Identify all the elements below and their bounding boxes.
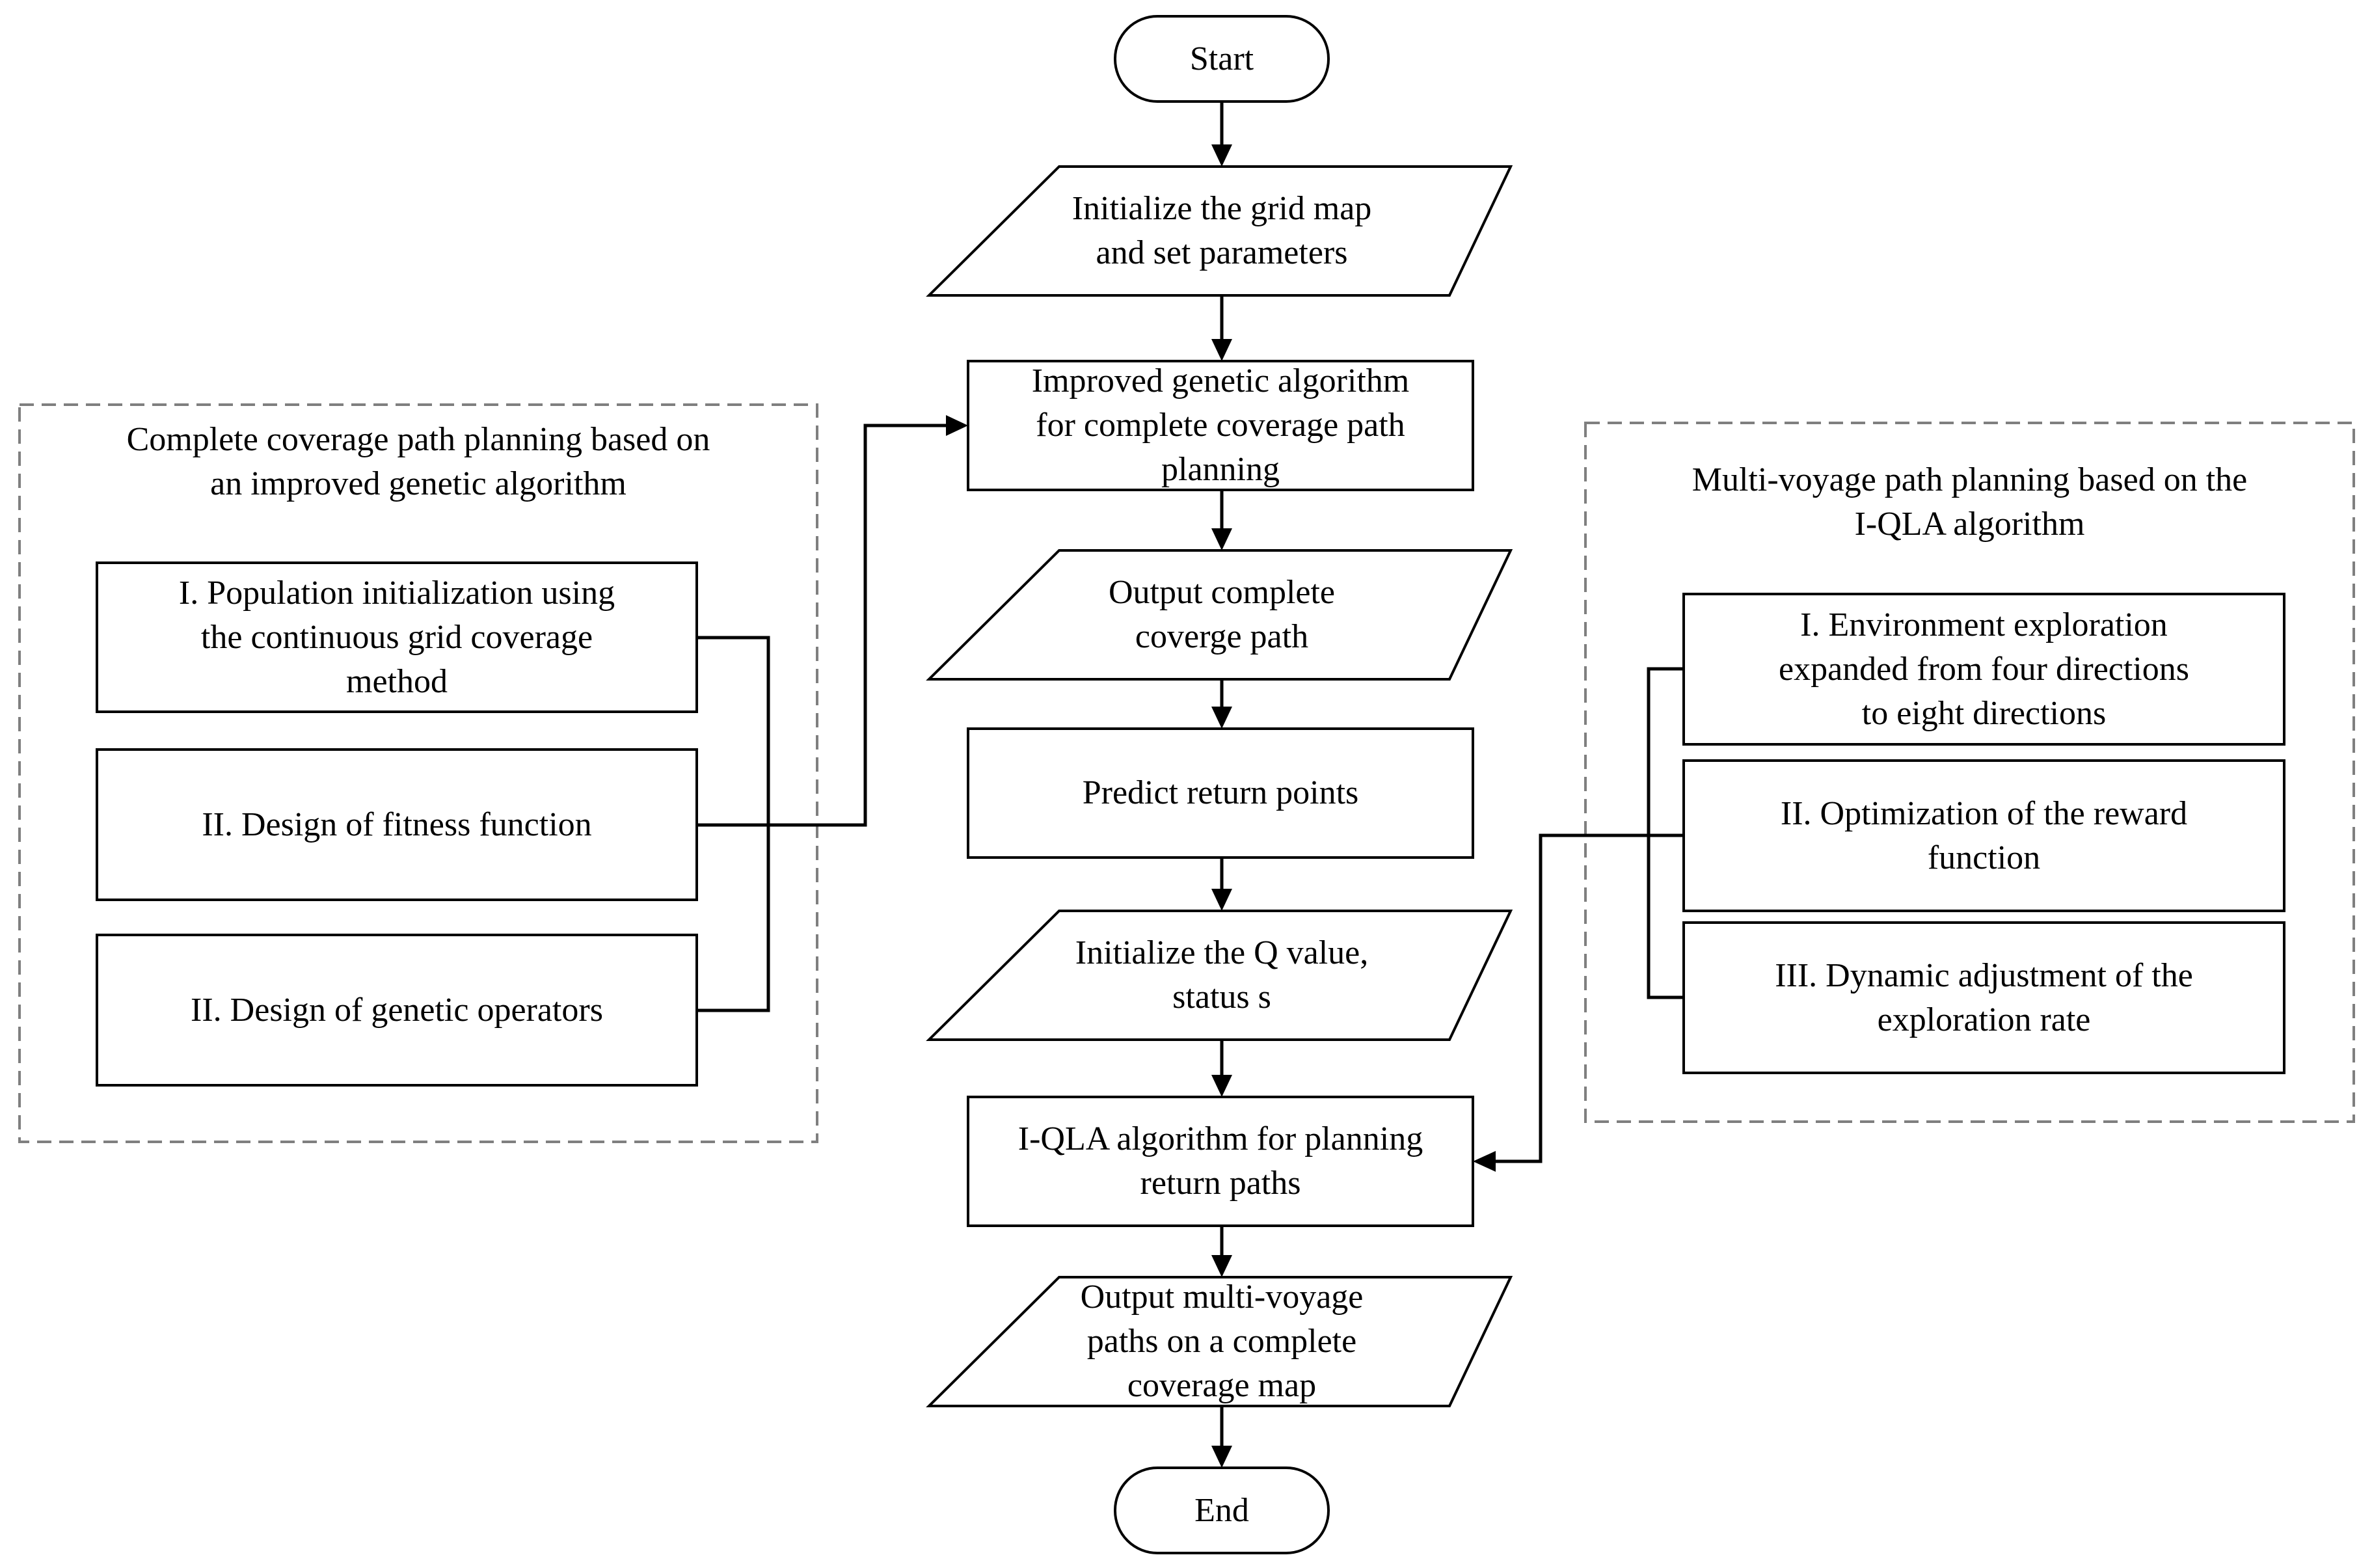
arrowhead-multi: [1211, 1255, 1232, 1277]
right-group-container: [1584, 422, 2355, 1123]
output-multi-label: Output multi-voyage paths on a complete …: [1080, 1278, 1364, 1404]
arrowhead-iqla: [1211, 1075, 1232, 1097]
start-label: Start: [1189, 40, 1254, 77]
left-item-2-label: II. Design of fitness function: [202, 805, 592, 843]
arrowhead-init: [1211, 144, 1232, 167]
left-group-container: [18, 403, 818, 1143]
init-map-label: Initialize the grid map and set paramete…: [1071, 190, 1372, 271]
predict-return-label: Predict return points: [1082, 774, 1359, 811]
arrowhead-initq: [1211, 889, 1232, 911]
right-item-1-label: I. Environment exploration expanded from…: [1778, 606, 2189, 732]
iqla-return-label: I-QLA algorithm for planning return path…: [1018, 1120, 1423, 1202]
left-connector-to-ga: [768, 424, 947, 827]
arrowhead-left-to-ga: [946, 415, 968, 436]
arrowhead-ga: [1211, 339, 1232, 361]
right-bracket: [1647, 667, 1684, 999]
arrowhead-end: [1211, 1446, 1232, 1468]
output-multi-parallelogram: [926, 1276, 1513, 1407]
arrowhead-right-to-iqla: [1473, 1151, 1496, 1172]
improved-ga-label: Improved genetic algorithm for complete …: [1031, 362, 1410, 488]
init-q-parallelogram: [926, 910, 1513, 1041]
right-item-2-label: II. Optimization of the reward function: [1780, 794, 2188, 876]
right-connector-to-iqla: [1495, 833, 1594, 1163]
right-group-title: Multi-voyage path planning based on the …: [1691, 461, 2248, 543]
left-item-1-label: I. Population initialization using the c…: [178, 574, 615, 700]
right-item-3-label: III. Dynamic adjustment of the explorati…: [1775, 956, 2193, 1038]
output-coverage-label: Output complete coverge path: [1108, 574, 1336, 655]
init-q-label: Initialize the Q value, status s: [1075, 934, 1369, 1016]
arrowhead-output: [1211, 528, 1232, 550]
end-label: End: [1194, 1491, 1249, 1529]
output-coverage-parallelogram: [926, 549, 1513, 681]
init-map-parallelogram: [926, 165, 1513, 297]
arrowhead-predict: [1211, 707, 1232, 729]
left-item-3-label: II. Design of genetic operators: [191, 991, 603, 1029]
left-group-title: Complete coverage path planning based on…: [126, 421, 710, 502]
